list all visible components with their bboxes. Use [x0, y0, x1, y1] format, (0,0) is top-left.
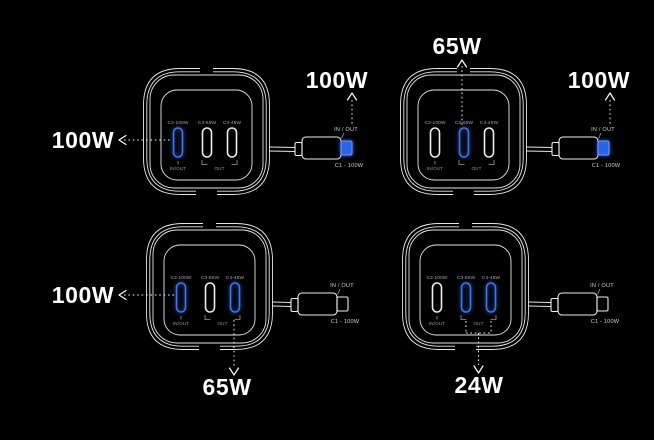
cable-io-label: IN / OUT	[334, 127, 358, 133]
usbc-port-c2	[175, 282, 187, 313]
port-c2-label: C2-100W	[171, 275, 192, 281]
cable-connector-tip	[597, 140, 610, 156]
usbc-port-c3	[460, 282, 472, 313]
port-c2-label: C2-100W	[427, 275, 448, 281]
cable-io-label: IN / OUT	[590, 283, 614, 289]
scenario-top-left: C2-100W C3-65W C4-45W IN/OUT OUT IN / OU…	[52, 67, 368, 195]
cable-connector-tip	[340, 140, 353, 156]
arrowhead-left	[118, 289, 127, 301]
io-pointer-line	[341, 132, 345, 139]
arrowhead-up	[456, 59, 468, 68]
port-c3-label: C3-65W	[457, 275, 476, 281]
cable-io-label: IN / OUT	[330, 283, 354, 289]
charger	[146, 223, 273, 350]
cable-id-label: C1 - 100W	[591, 319, 620, 325]
port-c3-label: C3-65W	[198, 120, 217, 126]
cable-id-label: C1 - 100W	[331, 319, 360, 325]
out-group-bracket	[204, 315, 241, 320]
port-c2-label: C2-100W	[168, 120, 189, 126]
power-callout-bottom: 65W	[202, 374, 251, 400]
usbc-port-c3	[201, 127, 213, 158]
out-group-bracket	[458, 160, 495, 165]
port-c4-label: C4-45W	[226, 275, 245, 281]
out-group-label: OUT	[472, 166, 482, 171]
charger	[143, 68, 270, 195]
port-c2-sublabel: IN/OUT	[427, 166, 443, 171]
usbc-port-c2	[172, 127, 184, 158]
port-c4-label: C4-45W	[482, 275, 501, 281]
cable-wire	[272, 301, 292, 307]
cable-connector-tip	[336, 296, 349, 312]
io-pointer-line	[337, 288, 341, 295]
power-callout-cable: 100W	[568, 67, 630, 93]
usbc-port-c4	[226, 127, 238, 158]
cable-connector	[558, 136, 599, 160]
arrowhead-down	[473, 365, 484, 374]
usbc-port-c2	[431, 282, 443, 313]
port-c3-label: C3-65W	[201, 275, 220, 281]
usbc-port-c2	[429, 127, 441, 158]
dotted-bracket-combined	[465, 321, 492, 365]
charger	[400, 68, 527, 195]
port-c3-label: C3-65W	[455, 120, 474, 126]
usbc-port-c4	[483, 127, 495, 158]
out-group-label: OUT	[474, 321, 484, 326]
power-callout-top: 65W	[432, 33, 481, 59]
port-c4-label: C4-45W	[223, 120, 242, 126]
scenario-bottom-right: C2-100W C3-65W C4-45W IN/OUT OUT IN / OU…	[402, 223, 620, 398]
cable-connector	[557, 292, 598, 316]
out-group-label: OUT	[218, 321, 228, 326]
cable-wire	[526, 146, 553, 152]
port-c2-sublabel: IN/OUT	[429, 321, 445, 326]
io-pointer-line	[598, 132, 602, 139]
cable-io-label: IN / OUT	[591, 127, 615, 133]
power-callout-left: 100W	[52, 127, 114, 153]
usbc-port-c3	[458, 127, 470, 158]
power-callout-left: 100W	[52, 282, 114, 308]
arrowhead-up	[604, 92, 616, 101]
power-callout-cable: 100W	[306, 67, 368, 93]
arrowhead-left	[118, 134, 127, 146]
out-group-bracket	[460, 315, 497, 320]
arrowhead-up	[346, 92, 358, 101]
scenario-top-right: C2-100W C3-65W C4-45W IN/OUT OUT IN / OU…	[400, 33, 630, 195]
cable-id-label: C1 - 100W	[592, 163, 621, 169]
cable-wire	[528, 301, 552, 307]
out-group-label: OUT	[215, 166, 225, 171]
arrowhead-down	[228, 367, 240, 376]
cable-connector-tip	[596, 296, 609, 312]
cable-neck	[550, 297, 559, 313]
cable-neck	[290, 297, 299, 313]
cable-neck	[551, 141, 560, 157]
port-c2-label: C2-100W	[425, 120, 446, 126]
power-callout-bottom: 24W	[454, 372, 503, 398]
cable-id-label: C1 - 100W	[335, 163, 364, 169]
usbc-port-c3	[204, 282, 216, 313]
port-c4-label: C4-45W	[480, 120, 499, 126]
cable-neck	[294, 141, 303, 157]
out-group-bracket	[201, 160, 238, 165]
cable-wire	[268, 146, 296, 152]
port-c2-sublabel: IN/OUT	[170, 166, 186, 171]
io-pointer-line	[597, 288, 601, 295]
cable-connector	[297, 292, 338, 316]
cable-connector	[301, 136, 342, 160]
usbc-port-c4	[229, 282, 241, 313]
scenario-bottom-left: C2-100W C3-65W C4-45W IN/OUT OUT IN / OU…	[52, 223, 360, 400]
port-c2-sublabel: IN/OUT	[173, 321, 189, 326]
usbc-port-c4	[485, 282, 497, 313]
